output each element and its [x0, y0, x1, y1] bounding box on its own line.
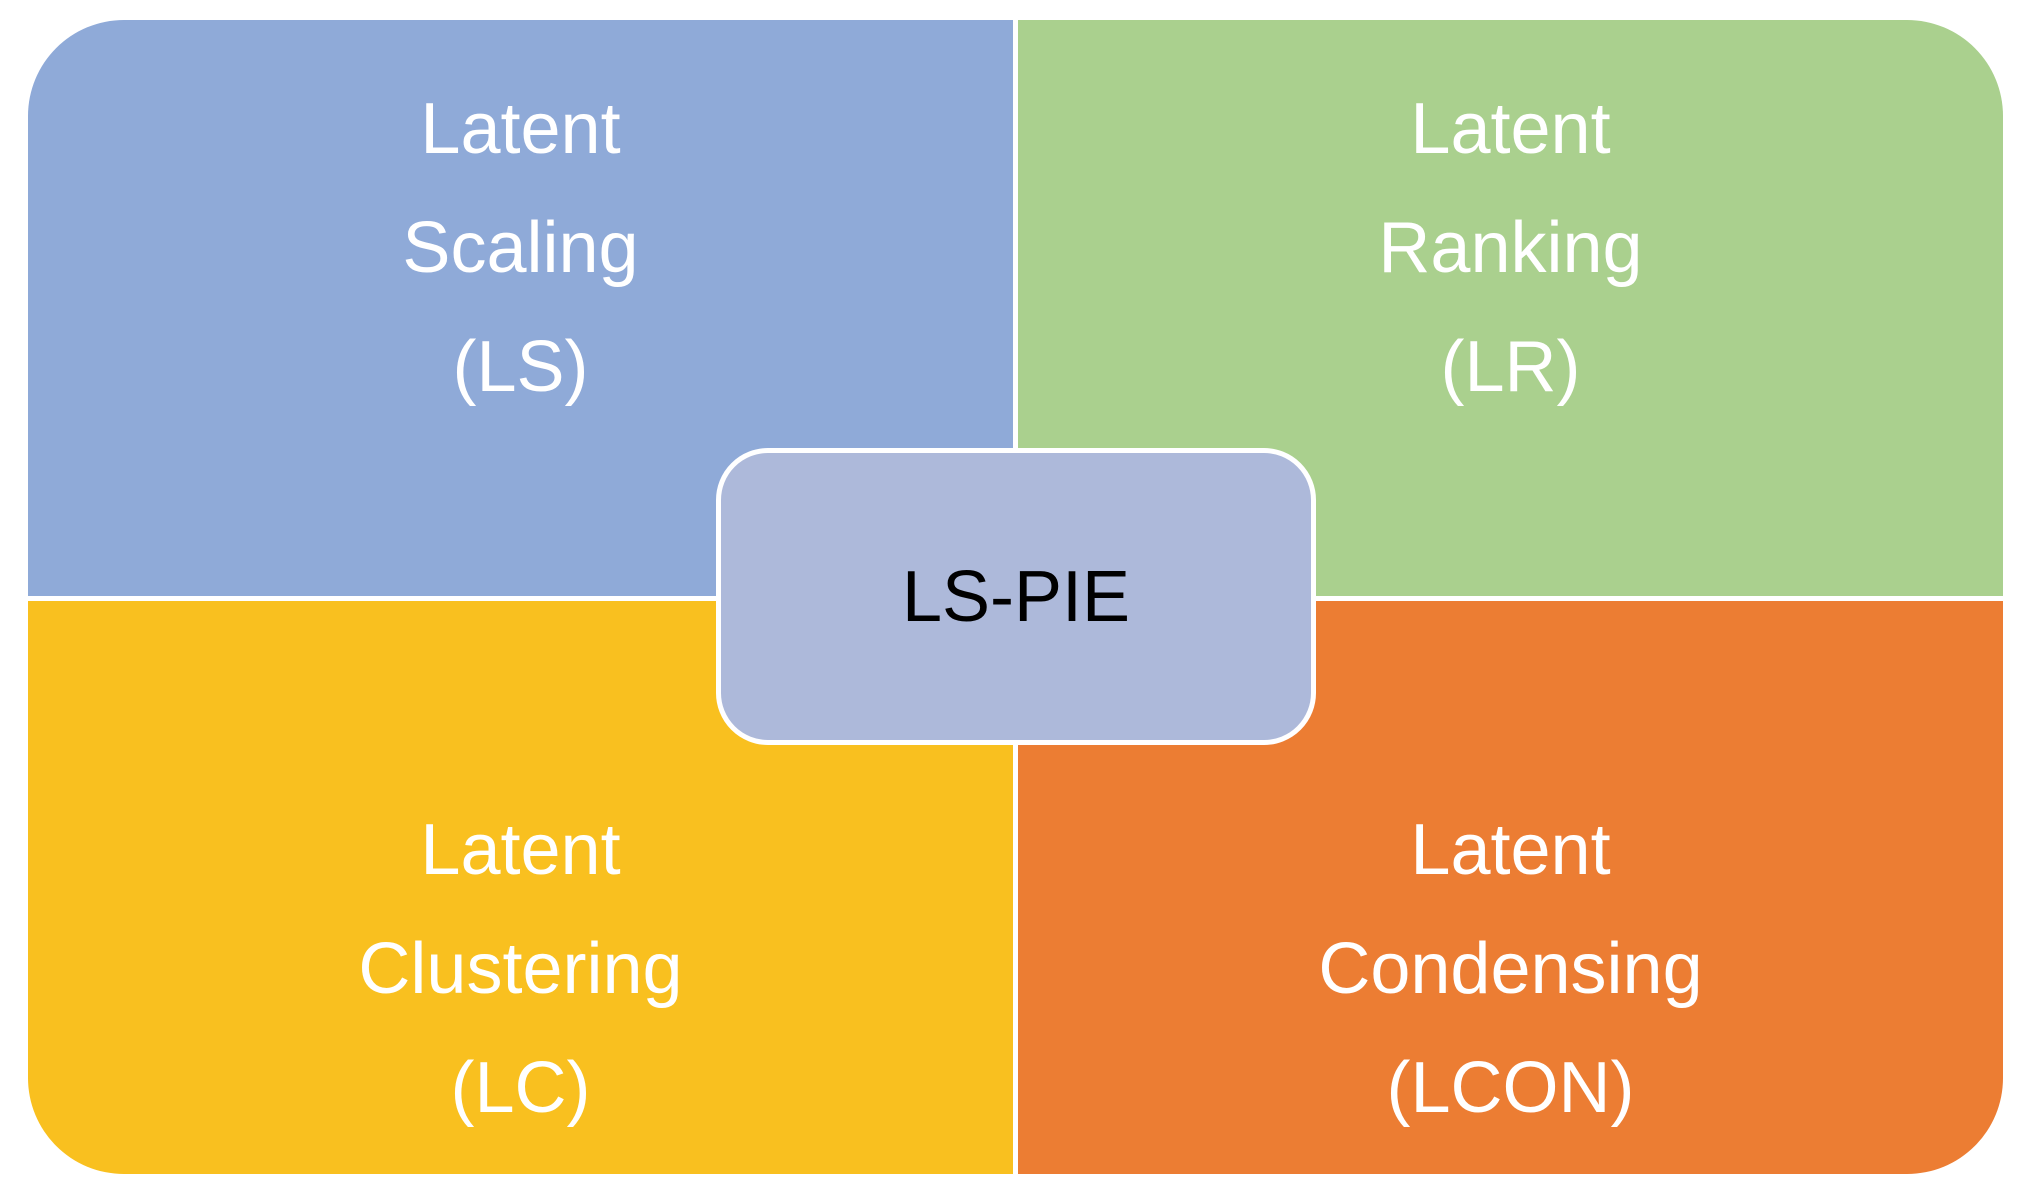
quadrant-latent-condensing: Latent Condensing (LCON): [1018, 601, 2003, 1174]
quadrant-label: Latent Condensing (LCON): [1018, 791, 2003, 1148]
label-line: Latent: [420, 810, 621, 890]
label-line: (LS): [452, 327, 589, 407]
label-line: (LR): [1440, 327, 1581, 407]
label-line: Scaling: [402, 208, 639, 288]
label-line: Latent: [420, 89, 621, 169]
quadrant-label: Latent Scaling (LS): [28, 70, 1013, 427]
label-line: (LCON): [1386, 1048, 1635, 1128]
center-label: LS-PIE: [901, 556, 1131, 637]
label-line: Condensing: [1318, 929, 1703, 1009]
label-line: Ranking: [1378, 208, 1643, 288]
quadrant-label: Latent Ranking (LR): [1018, 70, 2003, 427]
label-line: Clustering: [358, 929, 683, 1009]
center-node-ls-pie: LS-PIE: [716, 448, 1316, 745]
label-line: Latent: [1410, 89, 1611, 169]
label-line: (LC): [450, 1048, 591, 1128]
label-line: Latent: [1410, 810, 1611, 890]
quadrant-label: Latent Clustering (LC): [28, 791, 1013, 1148]
quadrant-latent-scaling: Latent Scaling (LS): [28, 20, 1013, 596]
